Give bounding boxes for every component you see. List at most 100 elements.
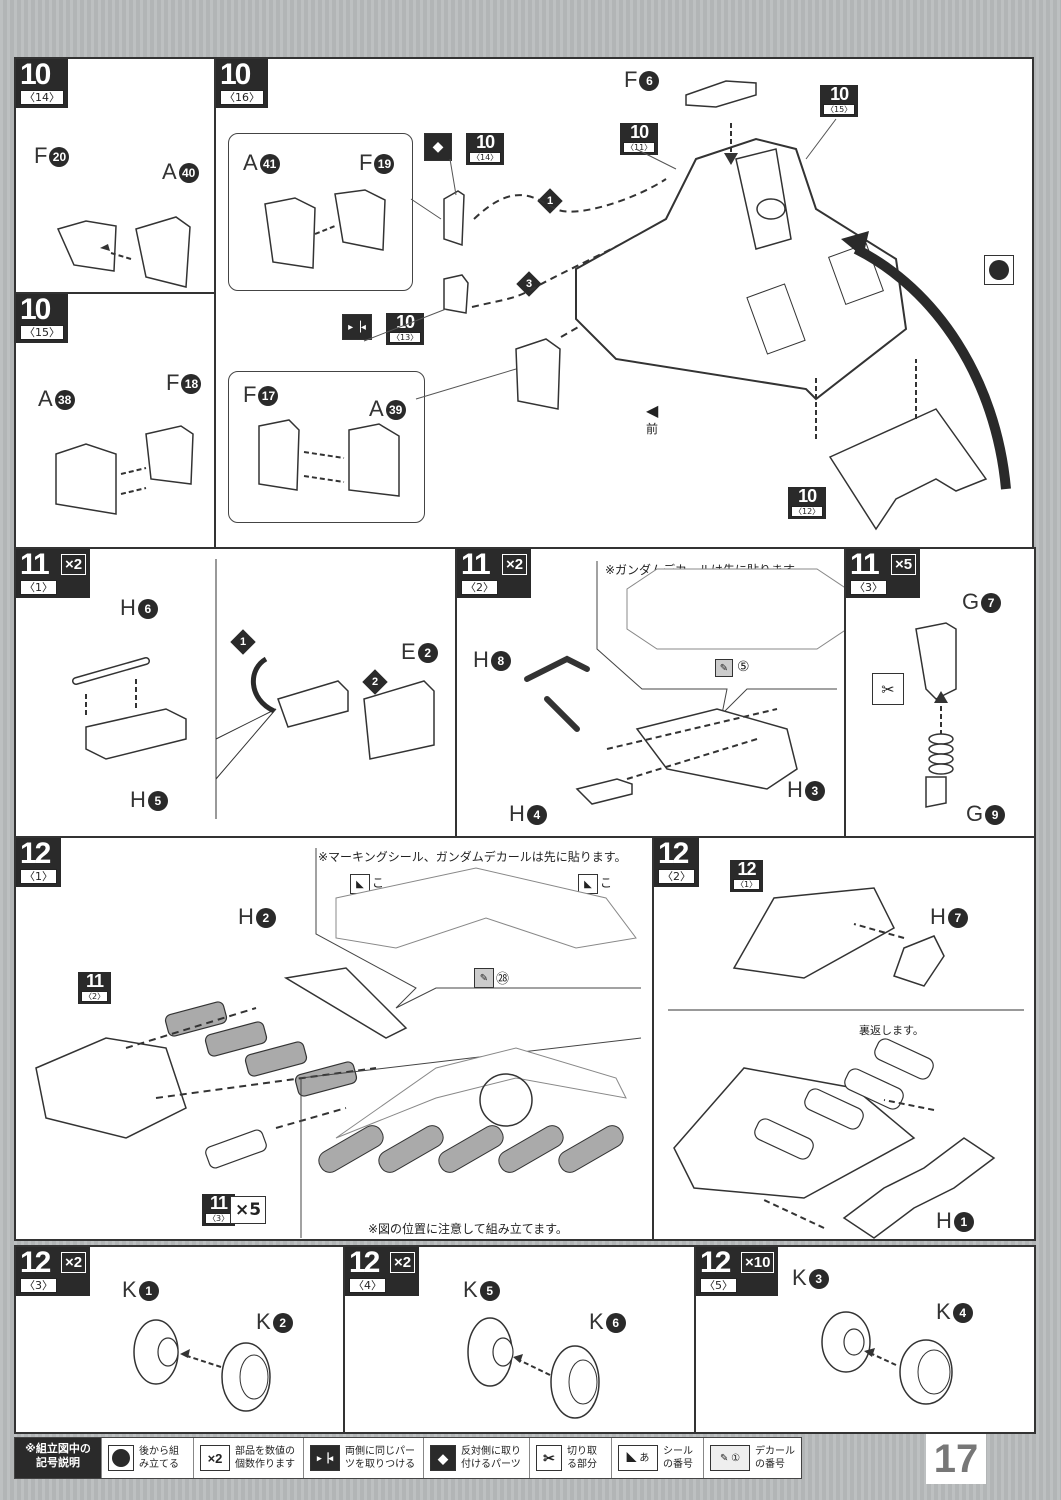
step-number: 12 [700, 1246, 731, 1279]
part-drawing [55, 425, 194, 515]
legend-item: ×2 部品を数値の個数作ります [193, 1438, 303, 1478]
legend-text: 後から組み立てる [139, 1446, 179, 1470]
step-sub: 〈4〉 [349, 1278, 386, 1293]
opposite-side-icon: ◆ [430, 1445, 456, 1471]
same-both-sides-icon: ▸▕◂ [310, 1445, 340, 1471]
same-both-sides-icon: ▸▕◂ [342, 314, 372, 340]
step-badge: 12〈5〉 ×10 [696, 1246, 779, 1296]
step-12-1-panel: 12〈1〉 ※マーキングシール、ガンダムデカールは先に貼ります。 ◣ こ ◣ こ… [14, 836, 654, 1241]
part-drawing [668, 887, 1024, 1239]
decal-icon: ✎ ① [710, 1445, 750, 1471]
step-sub: 〈3〉 [20, 1278, 57, 1293]
legend-item: 後から組み立てる [101, 1438, 193, 1478]
marking-seal-note: ※マーキングシール、ガンダムデカールは先に貼ります。 [318, 850, 627, 864]
symbol-legend: ※組立図中の記号説明 後から組み立てる ×2 部品を数値の個数作ります ▸▕◂ … [14, 1437, 802, 1479]
ref-step-10-12: 10〈12〉 [788, 487, 827, 519]
step-sub: 〈3〉 [850, 580, 887, 595]
step-number: 11 [461, 548, 491, 581]
legend-item: ✂ 切り取る部分 [529, 1438, 611, 1478]
multiply-badge: ×2 [61, 1252, 87, 1273]
step-sub: 〈5〉 [700, 1278, 737, 1293]
step-number: 12 [658, 837, 689, 870]
legend-item: ▸▕◂ 両側に同じパーツを取りつける [303, 1438, 423, 1478]
legend-title: ※組立図中の記号説明 [15, 1438, 101, 1478]
legend-text: 反対側に取り付けるパーツ [461, 1446, 521, 1470]
step-sub: 〈1〉 [20, 580, 57, 595]
decal-number: ⑤ [737, 659, 750, 675]
step-sub: 〈2〉 [461, 580, 498, 595]
cut-icon: ✂ [536, 1445, 562, 1471]
ref-step-10-14: 10〈14〉 [466, 133, 505, 165]
opposite-side-icon: ◆ [424, 133, 452, 161]
ref-step-12-1: 12〈1〉 [730, 860, 764, 892]
position-note: ※図の位置に注意して組み立てます。 [368, 1222, 568, 1236]
multiply-badge: ×2 [61, 554, 87, 575]
legend-item: ◆ 反対側に取り付けるパーツ [423, 1438, 529, 1478]
legend-text: シールの番号 [663, 1446, 693, 1470]
step-number: 12 [349, 1246, 380, 1279]
step-badge: 11〈3〉 ×5 [846, 549, 921, 598]
legend-text: 切り取る部分 [567, 1446, 597, 1470]
part-drawing [56, 216, 191, 288]
wheel-drawing [467, 1317, 600, 1419]
front-arrow-icon: ◀ [646, 401, 659, 420]
legend-item: ◣ あ シールの番号 [611, 1438, 703, 1478]
decal-icon: ✎ [474, 968, 494, 988]
decal-icon: ✎ [715, 659, 733, 677]
step-badge: 11〈1〉 ×2 [16, 548, 91, 598]
step-number: 12 [20, 1246, 51, 1279]
part-drawing [524, 561, 844, 805]
wheel-drawing [133, 1319, 271, 1412]
multiply-badge: ×10 [741, 1252, 775, 1273]
multiply-icon: ×2 [200, 1445, 230, 1471]
part-drawing [264, 189, 386, 269]
multiply-badge: ×5 [891, 554, 917, 575]
step-number: 11 [20, 548, 50, 581]
step-badge: 12〈1〉 [16, 838, 61, 887]
multiply-badge: ×2 [502, 554, 528, 575]
ref-step-10-11: 10〈11〉 [620, 123, 659, 155]
part-drawing [258, 419, 400, 497]
flip-over-note: 裏返します。 [859, 1024, 924, 1037]
step-sub: 〈1〉 [20, 869, 57, 884]
step-sub: 〈14〉 [20, 90, 64, 105]
page-number: 17 [926, 1434, 986, 1484]
legend-item: ✎ ① デカールの番号 [703, 1438, 801, 1478]
step-number: 12 [20, 837, 51, 870]
cut-icon: ✂ [872, 673, 904, 705]
step-badge: 11〈2〉 ×2 [457, 548, 532, 598]
step-badge: 10〈15〉 [16, 294, 68, 343]
legend-text: 両側に同じパーツを取りつける [345, 1446, 416, 1470]
step-sub: 〈16〉 [220, 90, 264, 105]
seal-number: こ [600, 876, 613, 890]
assemble-later-icon [984, 255, 1014, 285]
